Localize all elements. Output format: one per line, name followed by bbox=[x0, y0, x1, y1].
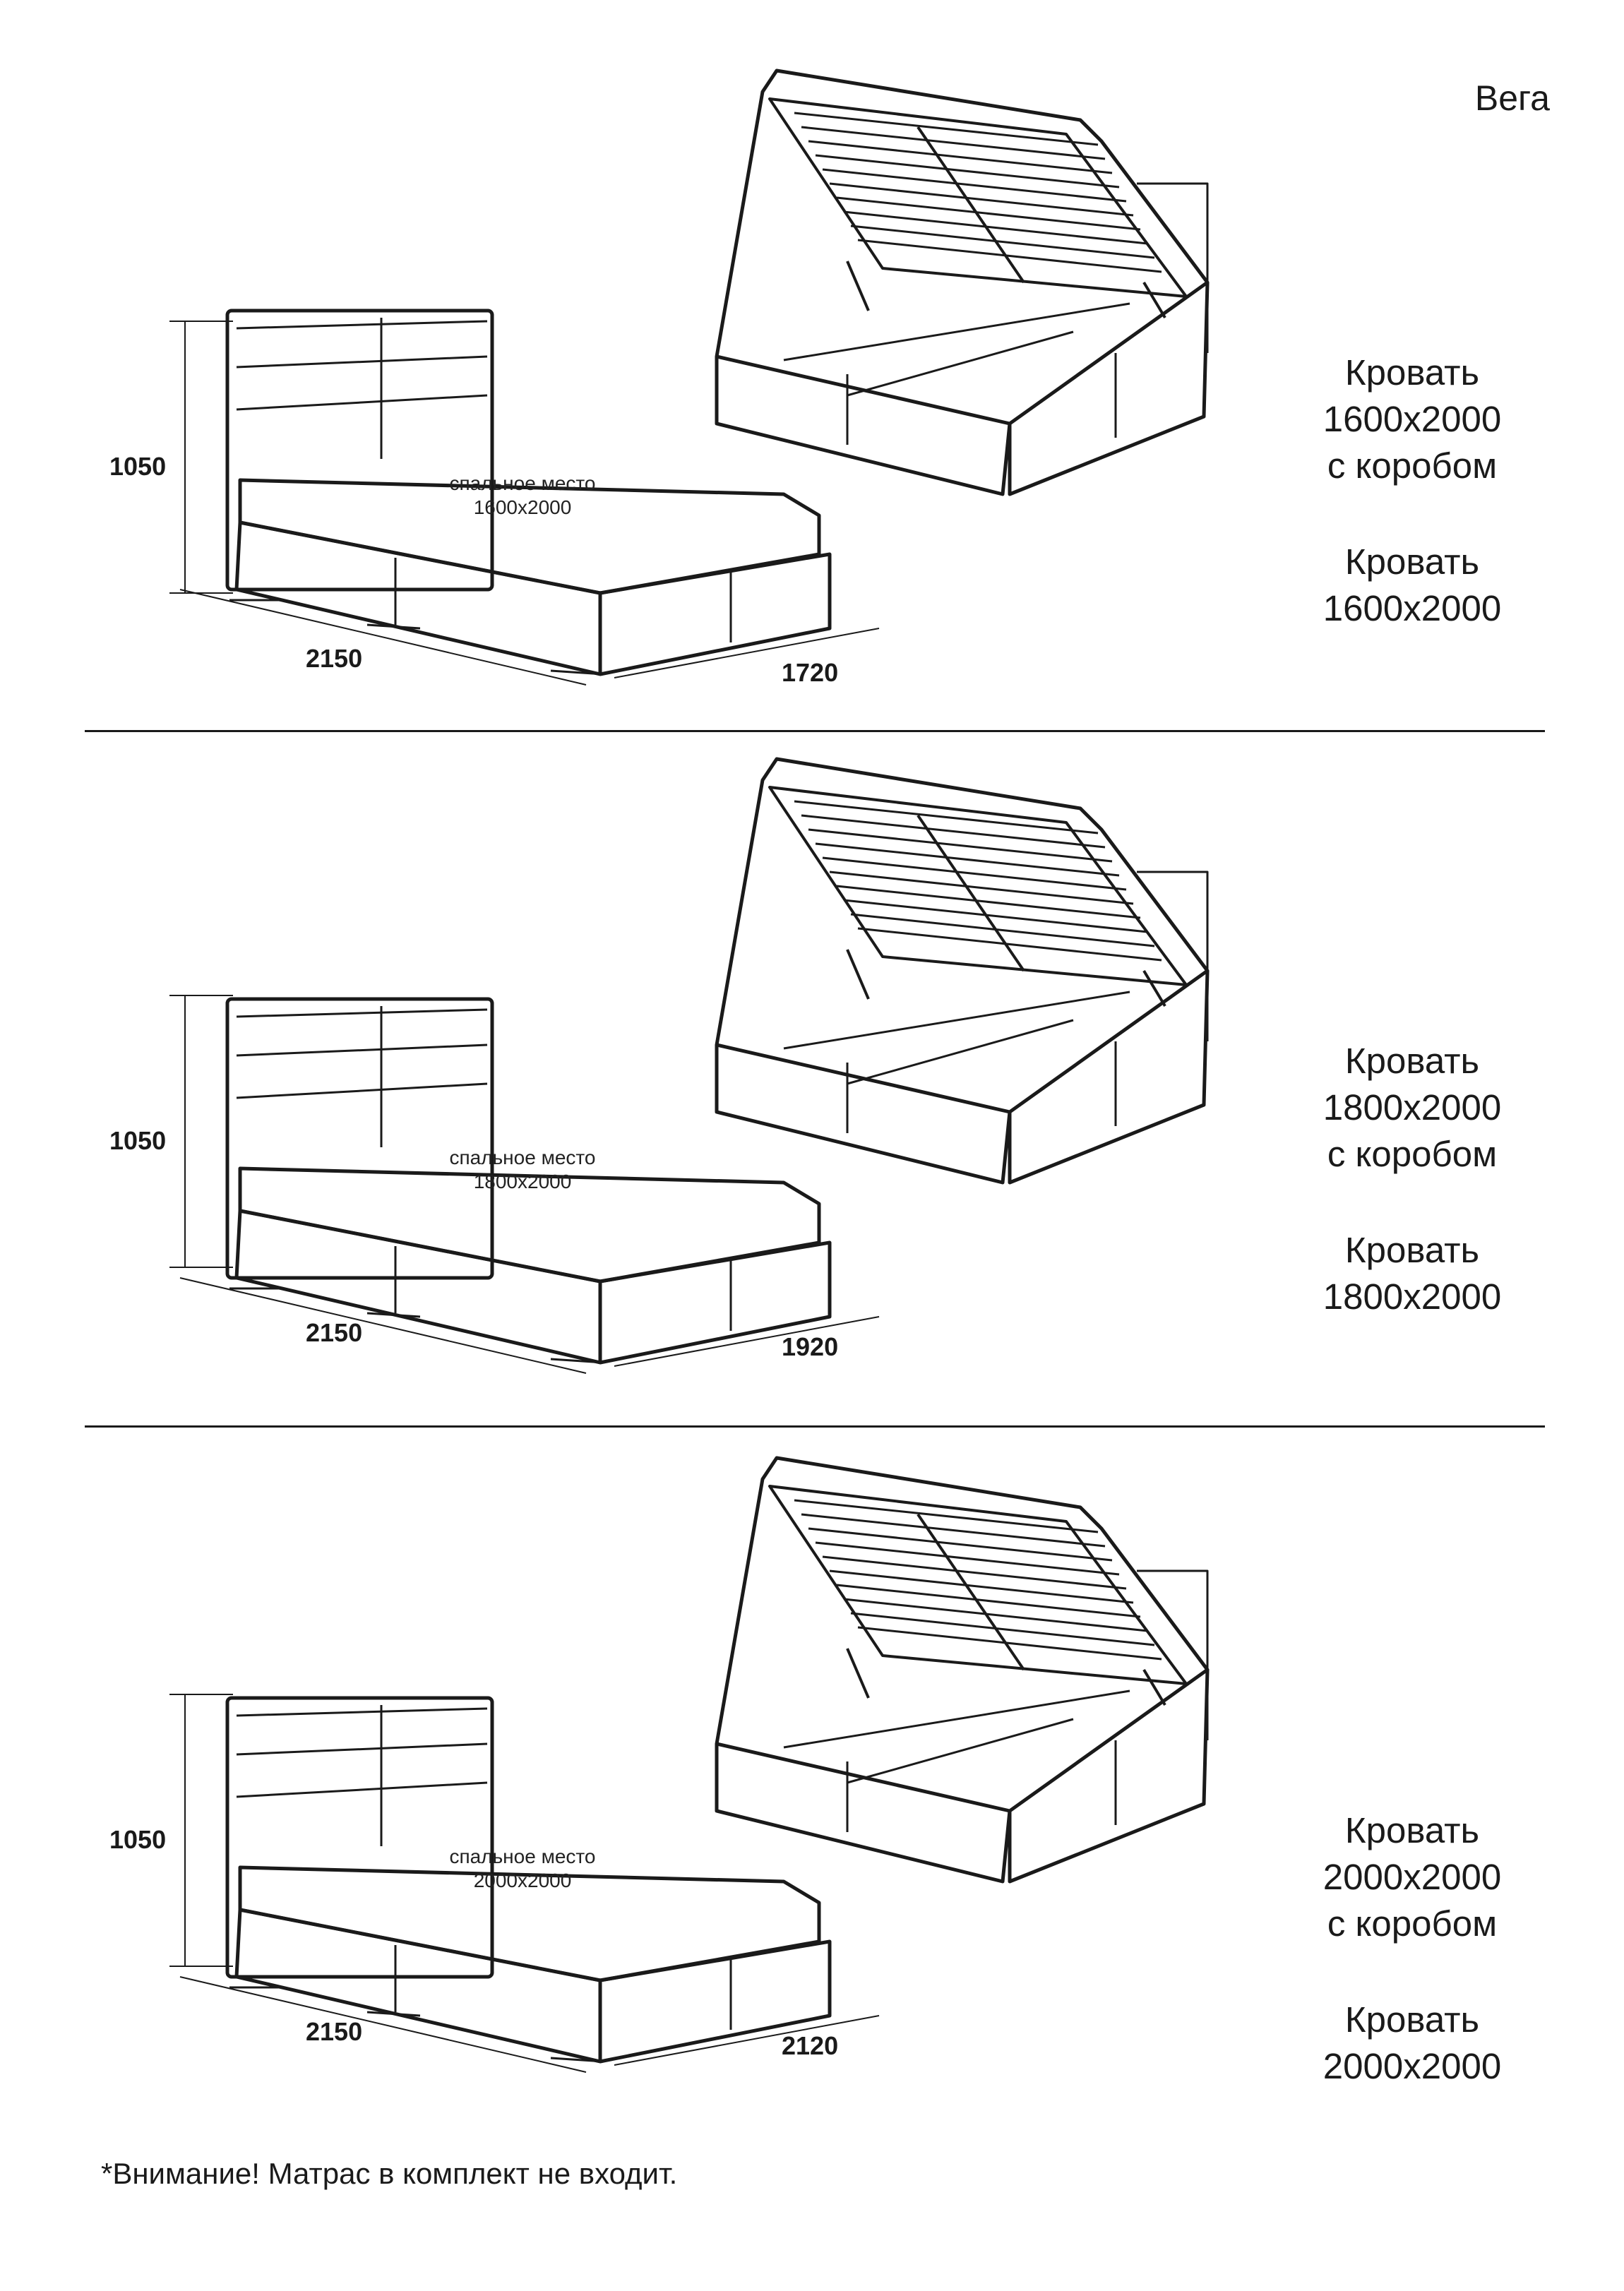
bed-section-1600: 1050 2150 1720 спальное место 1600x2000 … bbox=[0, 0, 1624, 695]
lift-bed-size: 2000x2000 bbox=[1323, 1857, 1502, 1897]
width-dimension: 2120 bbox=[782, 2031, 839, 2060]
plain-bed-title: Кровать bbox=[1344, 1999, 1480, 2040]
bed-drawings bbox=[169, 757, 1210, 1374]
length-dimension: 2150 bbox=[306, 2017, 363, 2046]
height-dimension: 1050 bbox=[109, 1825, 167, 1854]
model-name: Вега bbox=[1474, 78, 1550, 118]
height-dimension: 1050 bbox=[109, 1126, 167, 1155]
plain-bed-size: 1600x2000 bbox=[1323, 588, 1502, 628]
bed-with-headboard-drawing bbox=[169, 995, 880, 1374]
width-dimension: 1720 bbox=[782, 658, 839, 687]
width-dimension: 1920 bbox=[782, 1332, 839, 1361]
lift-bed-size: 1600x2000 bbox=[1323, 399, 1502, 439]
plain-bed-title: Кровать bbox=[1344, 1230, 1480, 1270]
mattress-footnote: *Внимание! Матрас в комплект не входит. bbox=[101, 2157, 678, 2190]
lift-bed-size: 1800x2000 bbox=[1323, 1087, 1502, 1127]
bed-section-1800: 1050 2150 1920 спальное место 1800x2000 … bbox=[0, 688, 1624, 1384]
lift-bed-suffix: с коробом bbox=[1327, 1903, 1498, 1944]
plain-bed-size: 2000x2000 bbox=[1323, 2046, 1502, 2086]
lift-bed-suffix: с коробом bbox=[1327, 445, 1498, 486]
bed-drawings bbox=[169, 68, 1210, 686]
length-dimension: 2150 bbox=[306, 1318, 363, 1347]
sleep-area-label: спальное место 1600x2000 bbox=[449, 472, 596, 518]
lift-storage-bed-drawing bbox=[715, 757, 1210, 1185]
bed-section-2000: 1050 2150 2120 спальное место 2000x2000 … bbox=[0, 1387, 1624, 2086]
sleep-area-label: спальное место 1800x2000 bbox=[449, 1147, 596, 1192]
bed-with-headboard-drawing bbox=[169, 1694, 880, 2073]
bed-description: Кровать 1600x2000 с коробом Кровать 1600… bbox=[1200, 349, 1624, 632]
lift-bed-title: Кровать bbox=[1344, 1041, 1480, 1081]
section-divider bbox=[85, 1425, 1545, 1428]
length-dimension: 2150 bbox=[306, 644, 363, 673]
bed-with-headboard-drawing bbox=[169, 309, 880, 686]
bed-drawings bbox=[169, 1456, 1210, 2073]
lift-storage-bed-drawing bbox=[715, 1456, 1210, 1884]
section-divider bbox=[85, 730, 1545, 732]
lift-bed-title: Кровать bbox=[1344, 352, 1480, 393]
lift-storage-bed-drawing bbox=[715, 68, 1210, 496]
plain-bed-title: Кровать bbox=[1344, 542, 1480, 582]
lift-bed-title: Кровать bbox=[1344, 1810, 1480, 1850]
bed-description: Кровать 2000x2000 с коробом Кровать 2000… bbox=[1200, 1807, 1624, 2090]
bed-description: Кровать 1800x2000 с коробом Кровать 1800… bbox=[1200, 1038, 1624, 1320]
sleep-area-label: спальное место 2000x2000 bbox=[449, 1846, 596, 1891]
lift-bed-suffix: с коробом bbox=[1327, 1134, 1498, 1174]
plain-bed-size: 1800x2000 bbox=[1323, 1276, 1502, 1317]
height-dimension: 1050 bbox=[109, 452, 167, 481]
